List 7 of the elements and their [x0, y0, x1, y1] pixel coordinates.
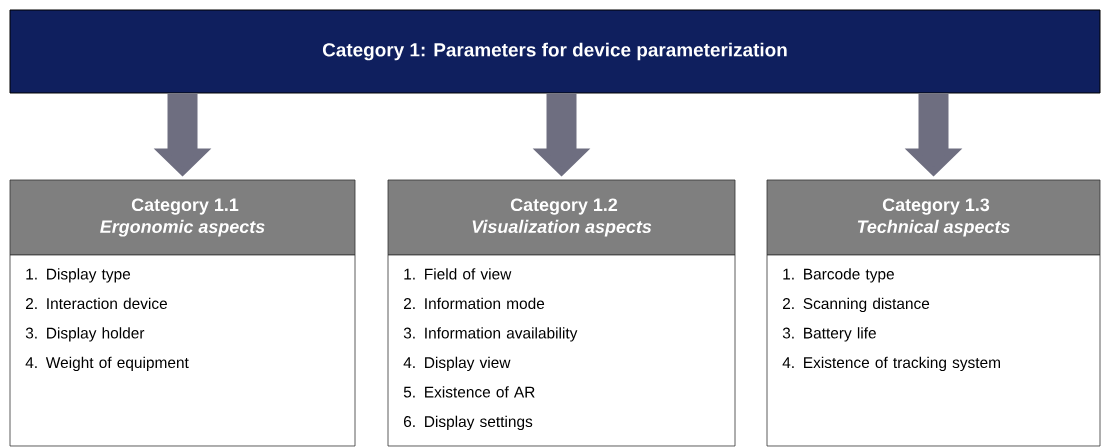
category-header: Category 1.3 Technical aspects: [766, 179, 1101, 256]
title-banner: Category 1: Parameters for device parameterization: [9, 9, 1101, 94]
category-header: Category 1.1 Ergonomic aspects: [9, 179, 356, 256]
list-box: 1. Display type 2. Interaction device 3. Display holder 4. Weight of equipment: [9, 254, 356, 447]
list-box: 1. Field of view 2. Information mode 3. Information availability 4. Display view 5. Existence of AR 6. Display settings: [387, 254, 736, 447]
list-box: 1. Barcode type 2. Scanning distance 3. Battery life 4. Existence of tracking system: [766, 254, 1101, 447]
category-header: Category 1.2 Visualization aspects: [387, 179, 736, 256]
